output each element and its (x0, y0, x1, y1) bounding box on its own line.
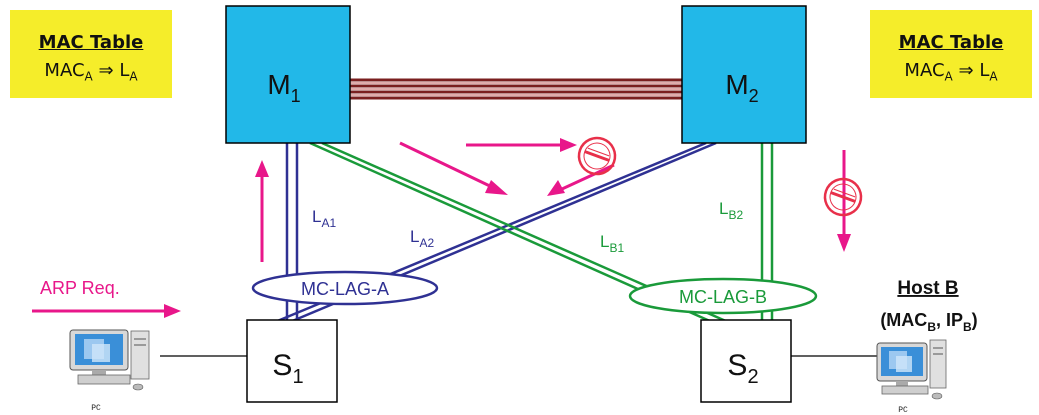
m1-forward-arrow (399, 141, 508, 195)
peer-link-arrow (466, 138, 577, 152)
arp-request-arrow (32, 304, 181, 318)
switch-m2: M2 (681, 5, 807, 144)
pc-icon (69, 329, 150, 391)
link-lb1-label: LB1 (600, 232, 624, 255)
pc-label-right: PC (898, 406, 908, 415)
switch-m2-label: M2 (725, 69, 758, 106)
block-icon (577, 136, 617, 176)
mac-table-right-entry: MACA ⇒ LA (904, 60, 998, 84)
switch-m1-label: M1 (267, 69, 300, 106)
up-arrow-s1-m1 (255, 160, 269, 262)
lag-a-group: MC-LAG-A (251, 270, 439, 306)
lag-b-label: MC-LAG-B (679, 287, 767, 307)
lag-a-label: MC-LAG-A (301, 279, 389, 299)
switch-s1-label: S1 (272, 349, 303, 388)
link-la1-label: LA1 (312, 207, 336, 230)
block-icon (823, 177, 863, 217)
host-b-name: Host B (897, 278, 958, 299)
mac-table-right: MAC Table MACA ⇒ LA (870, 10, 1032, 98)
host-b-address: (MACB, IPB) (880, 310, 977, 334)
switch-m1: M1 (225, 5, 351, 144)
mac-table-left: MAC Table MACA ⇒ LA (10, 10, 172, 98)
pc-label-left: PC (91, 404, 101, 413)
lag-b-group: MC-LAG-B (628, 277, 818, 315)
m2-blocked-arrow (547, 163, 615, 196)
switch-s1: S1 (246, 319, 338, 403)
link-lb2-label: LB2 (719, 199, 743, 222)
switch-s2: S2 (700, 319, 792, 403)
mac-table-right-title: MAC Table (898, 32, 1004, 53)
switch-s2-label: S2 (727, 349, 758, 388)
flow-arrows (32, 138, 851, 318)
mac-table-left-entry: MACA ⇒ LA (44, 60, 138, 84)
m2-down-arrow (837, 150, 851, 252)
pc-icon (876, 339, 947, 400)
arp-request-label: ARP Req. (40, 278, 120, 298)
peer-link (350, 78, 682, 104)
mac-table-left-title: MAC Table (38, 32, 144, 53)
link-la2-label: LA2 (410, 227, 434, 250)
